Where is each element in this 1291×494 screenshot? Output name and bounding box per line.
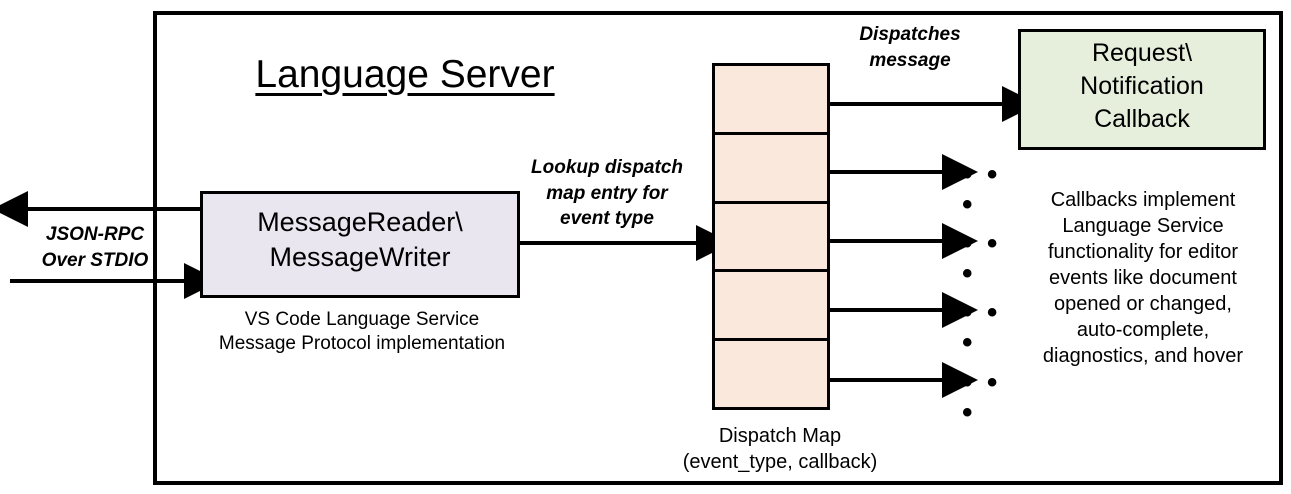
request-notification-callback-label: Request\ Notification Callback xyxy=(1080,39,1204,133)
language-server-boundary xyxy=(153,11,1283,485)
page-title: Language Server xyxy=(255,53,555,96)
table-row[interactable] xyxy=(715,341,827,407)
message-reader-writer-label: MessageReader\ MessageWriter xyxy=(257,207,463,273)
message-reader-writer-caption: VS Code Language Service Message Protoco… xyxy=(218,309,506,355)
message-reader-writer-box[interactable] xyxy=(200,191,520,298)
dispatches-message-label: Dispatches message xyxy=(859,24,961,71)
dispatch-map-table[interactable] xyxy=(712,63,830,410)
ellipsis-row-4: • • • xyxy=(962,296,1001,359)
ellipsis-row-2: • • • xyxy=(962,158,1001,221)
table-row[interactable] xyxy=(715,204,827,273)
json-rpc-label: JSON-RPC Over STDIO xyxy=(41,224,149,271)
table-row[interactable] xyxy=(715,135,827,204)
request-notification-callback-box[interactable] xyxy=(1018,29,1266,150)
ellipsis-row-5: • • • xyxy=(962,366,1001,429)
table-row[interactable] xyxy=(715,66,827,135)
dispatch-map-caption: Dispatch Map (event_type, callback) xyxy=(682,425,878,473)
callback-caption: Callbacks implement Language Service fun… xyxy=(1042,189,1244,367)
ellipsis-row-3: • • • xyxy=(962,227,1001,290)
lookup-dispatch-label: Lookup dispatch map entry for event type xyxy=(531,157,683,230)
table-row[interactable] xyxy=(715,272,827,342)
